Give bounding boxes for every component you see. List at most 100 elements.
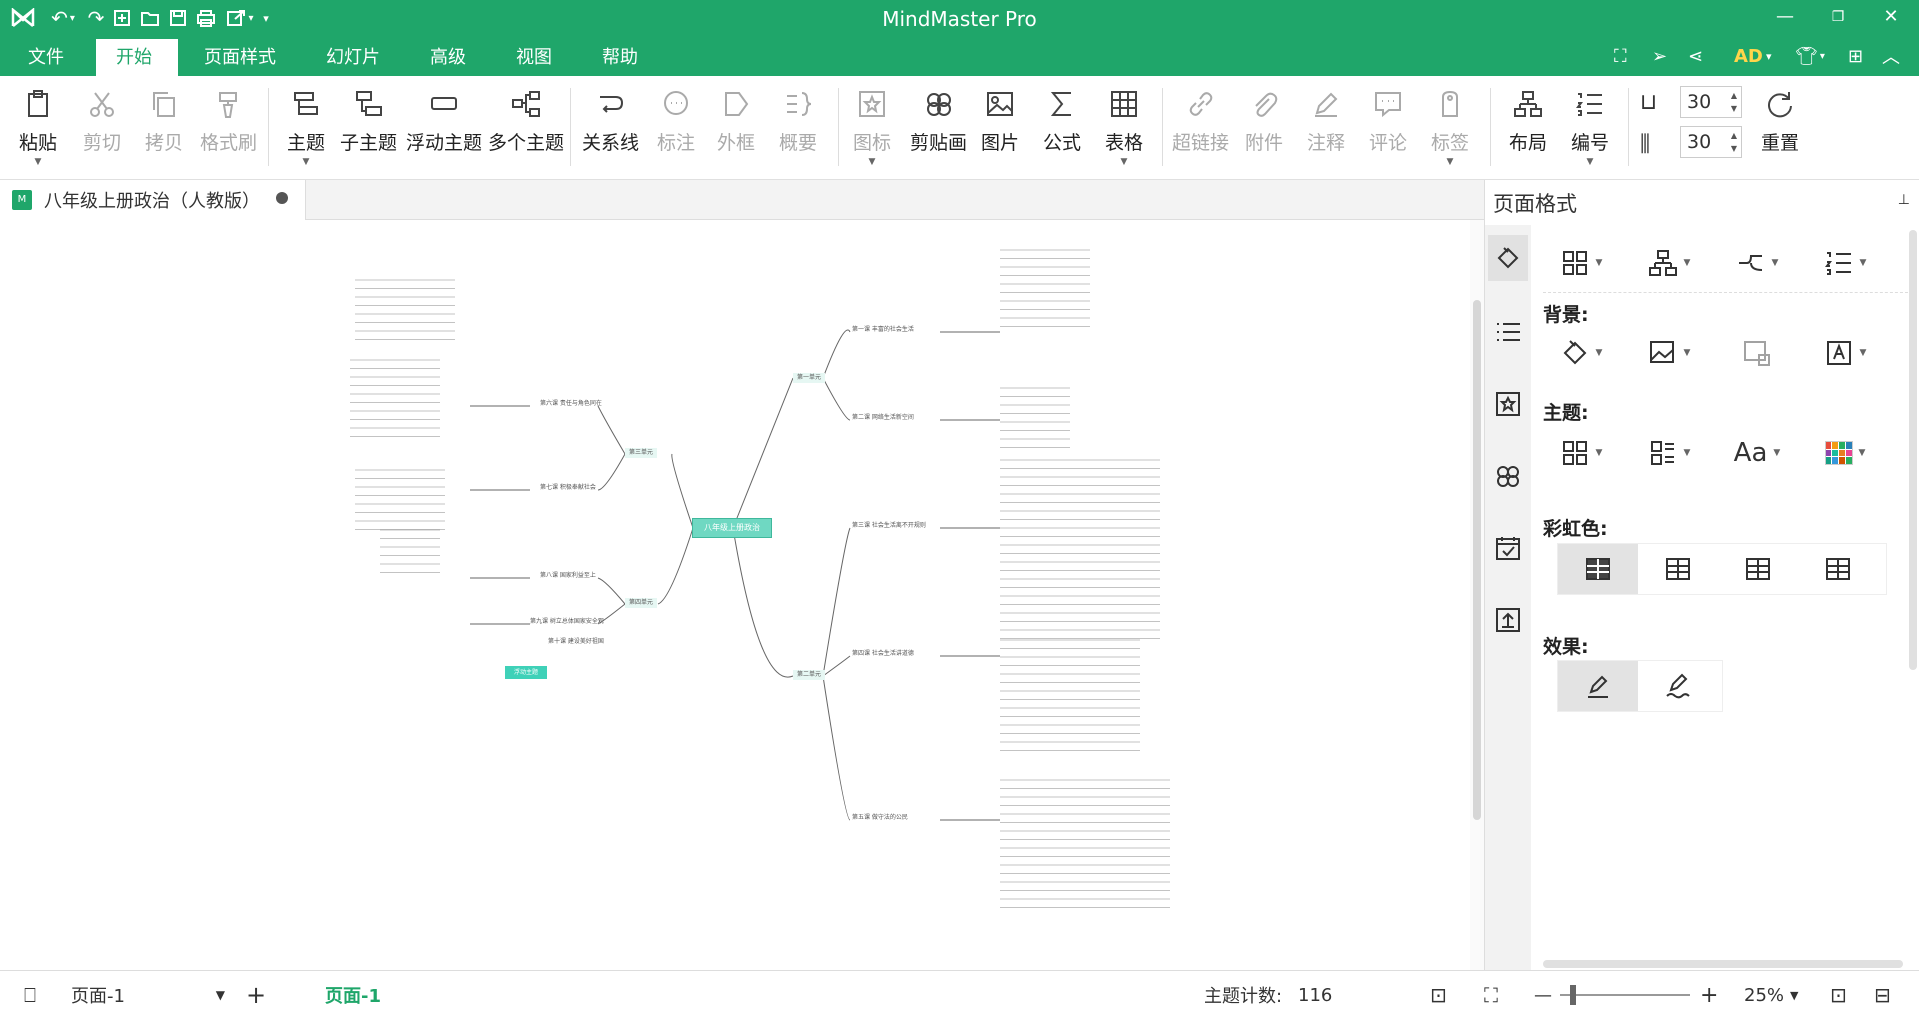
undo-button[interactable]: ↶▾	[51, 6, 75, 30]
rainbow-option-2[interactable]	[1638, 546, 1718, 592]
branch-node[interactable]: 第二单元	[793, 670, 826, 680]
theme-color-dropdown[interactable]: ▼	[1801, 430, 1889, 476]
layout-button[interactable]: 布局	[1508, 84, 1548, 155]
close-button[interactable]: ✕	[1883, 6, 1899, 27]
fill-color-dropdown[interactable]: ▼	[1537, 330, 1625, 376]
connector-dropdown[interactable]: ▼	[1713, 240, 1801, 286]
floating-topic-button[interactable]: 浮动主题	[406, 84, 482, 155]
theme-style-dropdown[interactable]: ▼	[1625, 430, 1713, 476]
panel-horizontal-scrollbar[interactable]	[1543, 960, 1903, 968]
floating-topic[interactable]: 浮动主题	[505, 666, 547, 679]
zoom-dropdown-icon[interactable]: ▼	[1790, 988, 1799, 1002]
canvas-vertical-scrollbar[interactable]	[1470, 220, 1484, 970]
theme-dropdown[interactable]: ▼	[1537, 430, 1625, 476]
print-button[interactable]	[194, 4, 218, 32]
export-button[interactable]: ▾	[222, 4, 258, 32]
attachment-button[interactable]: 附件	[1244, 84, 1284, 155]
subtopic-button[interactable]: 子主题	[340, 84, 397, 155]
copy-button[interactable]: 拷贝	[144, 84, 184, 155]
skin-icon[interactable]: 👕︎▾	[1795, 45, 1825, 67]
branch-node[interactable]: 第三单元	[625, 448, 658, 458]
new-file-button[interactable]	[110, 4, 134, 32]
minimize-button[interactable]: —	[1776, 6, 1794, 27]
lesson-node[interactable]: 第十课 建设美好祖国	[548, 638, 604, 645]
background-image-dropdown[interactable]: ▼	[1625, 330, 1713, 376]
tab-slideshow[interactable]: 幻灯片	[326, 47, 380, 68]
tab-page-style[interactable]: 页面样式	[204, 47, 276, 68]
tab-view[interactable]: 视图	[516, 47, 552, 68]
branch-node[interactable]: 第四单元	[625, 598, 658, 608]
note-button[interactable]: 注释	[1306, 84, 1346, 155]
effect-normal-button[interactable]	[1558, 661, 1638, 711]
lesson-node[interactable]: 第四课 社会生活讲道德	[852, 650, 914, 657]
cut-button[interactable]: 剪切	[82, 84, 122, 155]
tab-help[interactable]: 帮助	[602, 47, 638, 68]
format-painter-button[interactable]: 格式刷	[200, 84, 257, 155]
page-select[interactable]: 页面-1▼	[70, 971, 226, 1019]
formula-button[interactable]: 公式	[1042, 84, 1082, 155]
lesson-node[interactable]: 第七课 积极奉献社会	[540, 484, 596, 491]
unsaved-dot-icon[interactable]	[276, 192, 288, 204]
panel-vertical-scrollbar[interactable]	[1909, 230, 1917, 670]
lesson-node[interactable]: 第三课 社会生活离不开规则	[852, 522, 926, 529]
share-icon[interactable]: ⋖	[1688, 45, 1704, 67]
remove-background-button[interactable]	[1713, 330, 1801, 376]
quick-access-more-button[interactable]: ▾	[263, 11, 269, 25]
table-button[interactable]: 表格▼	[1104, 84, 1144, 167]
theme-font-dropdown[interactable]: Aa▼	[1733, 438, 1781, 468]
paste-button[interactable]: 粘贴▼	[18, 84, 58, 167]
effect-handdrawn-button[interactable]	[1638, 663, 1718, 709]
document-tab[interactable]: M 八年级上册政治（人教版）	[0, 180, 306, 220]
icons-tab[interactable]	[1488, 381, 1528, 427]
zoom-slider[interactable]	[1560, 971, 1690, 1019]
vertical-spacing-input[interactable]: 30▲▼	[1680, 126, 1742, 158]
relationship-button[interactable]: 关系线	[582, 84, 639, 155]
outline-tab[interactable]	[1488, 309, 1528, 355]
page-panel-toggle-icon[interactable]: ⎕	[24, 983, 36, 1007]
mindmap-canvas[interactable]: 八年级上册政治 浮动主题 第一单元 第二单元 第三单元 第四单元 第一课 丰富的…	[0, 220, 1470, 970]
lesson-node[interactable]: 第二课 网络生活新空间	[852, 414, 914, 421]
user-dropdown[interactable]: ▾	[1766, 49, 1772, 63]
numbering-dropdown[interactable]: ▼	[1801, 240, 1889, 286]
topic-button[interactable]: 主题▼	[286, 84, 326, 167]
horizontal-spacing-input[interactable]: 30▲▼	[1680, 86, 1742, 118]
zoom-slider-thumb[interactable]	[1570, 985, 1576, 1005]
rainbow-option-1[interactable]	[1558, 544, 1638, 594]
fit-page-icon[interactable]: ⊡	[1430, 983, 1447, 1007]
image-button[interactable]: 图片	[980, 84, 1020, 155]
fit-window-icon[interactable]: ⊡	[1830, 983, 1847, 1007]
tab-home[interactable]: 开始	[96, 39, 178, 76]
pin-icon[interactable]: ⊥	[1897, 192, 1910, 208]
map-style-dropdown[interactable]: ▼	[1537, 240, 1625, 286]
zoom-level[interactable]: 25%	[1744, 984, 1785, 1006]
redo-button[interactable]: ↷	[84, 4, 108, 32]
branch-node[interactable]: 第一单元	[793, 373, 826, 383]
add-page-button[interactable]: +	[246, 981, 267, 1009]
lesson-node[interactable]: 第六课 责任与角色同在	[540, 400, 602, 407]
rainbow-option-4[interactable]	[1798, 546, 1878, 592]
clipart-button[interactable]: 剪贴画	[910, 84, 967, 155]
callout-button[interactable]: 标注	[656, 84, 696, 155]
rainbow-option-3[interactable]	[1718, 546, 1798, 592]
page-format-tab[interactable]	[1488, 235, 1528, 281]
tag-button[interactable]: 标签▼	[1430, 84, 1470, 167]
save-button[interactable]	[166, 4, 190, 32]
zoom-out-button[interactable]: —	[1534, 984, 1552, 1006]
fullscreen-icon[interactable]: ⛶	[1484, 983, 1498, 1007]
apps-icon[interactable]: ⊞	[1848, 45, 1864, 67]
open-button[interactable]	[138, 4, 162, 32]
boundary-button[interactable]: 外框	[716, 84, 756, 155]
central-topic[interactable]: 八年级上册政治	[692, 518, 772, 538]
lesson-node[interactable]: 第九课 树立总体国家安全观	[530, 618, 604, 625]
fullscreen-icon[interactable]: ⛶	[1614, 45, 1627, 67]
icon-button[interactable]: 图标▼	[852, 84, 892, 167]
user-badge[interactable]: AD	[1734, 45, 1763, 67]
zoom-in-button[interactable]: +	[1700, 982, 1719, 1008]
tab-advanced[interactable]: 高级	[430, 47, 466, 68]
collapse-ribbon-icon[interactable]: ︿	[1882, 47, 1900, 68]
export-tab[interactable]	[1488, 597, 1528, 643]
comment-button[interactable]: 评论	[1368, 84, 1408, 155]
lesson-node[interactable]: 第八课 国家利益至上	[540, 572, 596, 579]
reset-button[interactable]: 重置	[1760, 84, 1800, 155]
page-tab-1[interactable]: 页面-1	[325, 986, 381, 1007]
